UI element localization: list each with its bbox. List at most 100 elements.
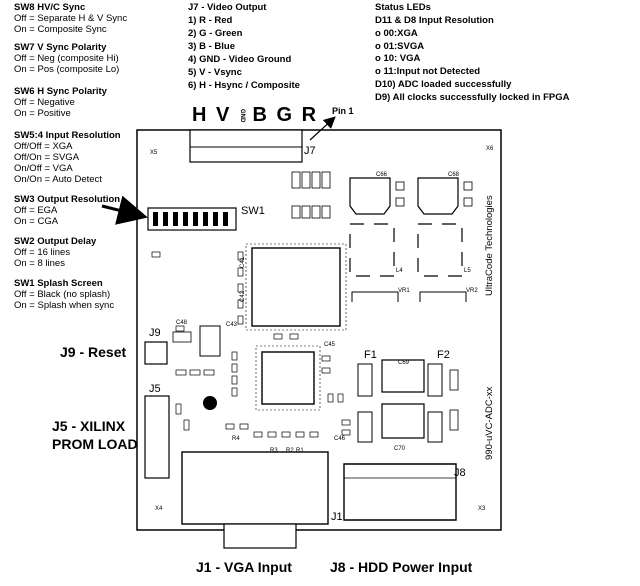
switch-6-line: Off = Black (no splash) — [14, 289, 111, 300]
j7-pin-line: 5) V - Vsync — [188, 67, 242, 78]
switch-5-line: Off = 16 lines — [14, 247, 71, 258]
inductor-l5 — [417, 223, 463, 277]
regulator-vr1 — [351, 291, 399, 302]
c66-silkscreen: C66 — [376, 172, 388, 178]
pin-letter-b: B — [252, 104, 269, 126]
f1-silkscreen: F1 — [364, 349, 377, 361]
fpga-chip — [251, 247, 341, 327]
smd-components — [151, 251, 351, 438]
j1-vga-connector — [181, 451, 329, 525]
vr1-silkscreen: VR1 — [398, 288, 410, 294]
j7-silkscreen: J7 — [304, 145, 316, 157]
c70-silkscreen: C70 — [394, 446, 406, 452]
j5-silkscreen: J5 — [149, 383, 161, 395]
pin1-arrow — [309, 116, 336, 141]
r4-silkscreen: R4 — [232, 436, 240, 442]
x6-silkscreen: X6 — [486, 146, 494, 152]
j8-hdd-power-label: J8 - HDD Power Input — [330, 559, 473, 575]
j7-pin-line: 1) R - Red — [188, 15, 233, 26]
j5-prom-header — [144, 395, 170, 479]
switch-0-title: SW8 HV/C Sync — [14, 2, 86, 13]
switch-5-title: SW2 Output Delay — [14, 236, 97, 247]
c43-silkscreen: C43 — [226, 322, 238, 328]
j7-connector — [189, 129, 303, 163]
switch-3-title: SW5:4 Input Resolution — [14, 130, 121, 141]
switch-3-line: Off/Off = XGA — [14, 141, 73, 152]
pin-letter-g: G — [276, 104, 295, 126]
regulator-vr2 — [419, 291, 467, 302]
j7-pin-line: 3) B - Blue — [188, 41, 235, 52]
capacitor-c66 — [349, 177, 391, 215]
j7-pin-line: 6) H - Hsync / Composite — [188, 80, 300, 91]
switch-1-line: Off = Neg (composite Hi) — [14, 53, 119, 64]
led-line: o 10: VGA — [375, 53, 421, 65]
r3-silkscreen: R3 — [270, 448, 278, 454]
sw1-silkscreen: SW1 — [241, 205, 265, 217]
c42-silkscreen: C42 — [240, 290, 246, 302]
part-number-silkscreen: 990-uVC-ADC-xx — [484, 386, 495, 460]
switch-2-title: SW6 H Sync Polarity — [14, 86, 107, 97]
f2-silkscreen: F2 — [437, 349, 450, 361]
fuse-f2 — [381, 403, 425, 439]
switch-6-title: SW1 Splash Screen — [14, 278, 103, 289]
led-line: o 00:XGA — [375, 27, 418, 39]
switch-0-line: Off = Separate H & V Sync — [14, 13, 128, 24]
led-line: o 11:Input not Detected — [375, 66, 481, 78]
switch-5-line: On = 8 lines — [14, 258, 65, 269]
j9-reset-header — [144, 341, 168, 365]
switch-6-line: On = Splash when sync — [14, 300, 115, 311]
led-line: D10) ADC loaded successfully — [375, 79, 512, 90]
resistor-array — [291, 171, 331, 219]
switch-1-title: SW7 V Sync Polarity — [14, 42, 107, 53]
c41-silkscreen: C41 — [240, 256, 246, 268]
adc-chip — [261, 351, 315, 405]
sw1-arrow — [101, 195, 148, 225]
pin-letter-gnd: GND — [238, 109, 245, 123]
c45-silkscreen: C45 — [324, 342, 336, 348]
switch-2-line: On = Positive — [14, 108, 71, 119]
switch-4-line: Off = EGA — [14, 205, 58, 216]
switch-3-line: On/Off = VGA — [14, 163, 73, 174]
fuse-f1 — [381, 359, 425, 393]
c48-silkscreen: C48 — [176, 320, 188, 326]
j1-vga-input-label: J1 - VGA Input — [196, 559, 292, 575]
switch-2-line: Off = Negative — [14, 97, 75, 108]
switch-4-title: SW3 Output Resolution — [14, 194, 121, 205]
led-line: o 01:SVGA — [375, 40, 425, 52]
pin-letter-h: H — [192, 104, 209, 126]
j7-pin-letters: H V GND B G R — [192, 104, 318, 127]
c69-silkscreen: C69 — [398, 360, 410, 366]
switch-0-line: On = Composite Sync — [14, 24, 107, 35]
j5-label-line1: J5 - XILINX — [52, 418, 126, 434]
small-ic — [199, 325, 221, 357]
switch-1-line: On = Pos (composite Lo) — [14, 64, 120, 75]
switch-4-line: On = CGA — [14, 216, 59, 227]
pin-letter-v: V — [216, 104, 232, 126]
c68-silkscreen: C68 — [448, 172, 460, 178]
vr2-silkscreen: VR2 — [466, 288, 478, 294]
j7-pin-line: 4) GND - Video Ground — [188, 54, 292, 65]
d9-description: D9) All clocks successfully locked in FP… — [375, 92, 570, 103]
j8-power-connector — [343, 463, 457, 521]
j5-label-line2: PROM LOAD — [52, 436, 138, 452]
r2-silkscreen: R2 — [286, 448, 294, 454]
c46-silkscreen: C46 — [334, 436, 346, 442]
j7-pin-line: 2) G - Green — [188, 28, 243, 39]
j8-silkscreen: J8 — [454, 467, 466, 479]
j7-title: J7 - Video Output — [188, 2, 267, 13]
pin1-label: Pin 1 — [332, 106, 354, 116]
sw1-dip-switch — [147, 207, 237, 231]
pin-letter-r: R — [301, 104, 319, 126]
capacitor-c68 — [417, 177, 459, 215]
j1-silkscreen: J1 — [331, 511, 343, 523]
switch-3-line: Off/On = SVGA — [14, 152, 80, 163]
j9-reset-label: J9 - Reset — [60, 344, 127, 360]
r1-silkscreen: R1 — [296, 448, 304, 454]
mounting-dot — [203, 396, 217, 410]
sw1-dip-levers — [153, 212, 228, 226]
led-line: D11 & D8 Input Resolution — [375, 15, 494, 26]
inductor-l4 — [349, 223, 395, 277]
x3-silkscreen: X3 — [478, 506, 486, 512]
x4-silkscreen: X4 — [155, 506, 163, 512]
